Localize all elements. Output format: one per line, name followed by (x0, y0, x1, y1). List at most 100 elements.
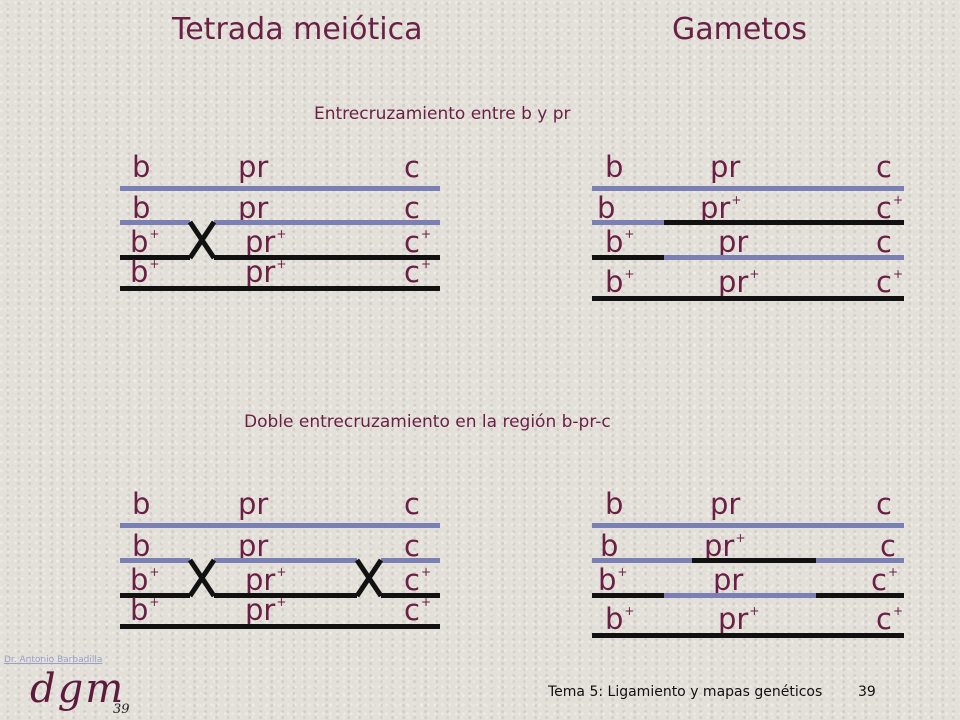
allele-letter: pr (704, 529, 735, 563)
allele-pr-plus: pr+ (245, 228, 286, 257)
allele-letter: b (130, 593, 149, 627)
allele-b: b (605, 487, 624, 521)
plus-superscript: + (731, 193, 742, 207)
plus-superscript: + (749, 267, 760, 281)
allele-b: b (605, 150, 624, 184)
allele-c-plus: c+ (404, 566, 431, 595)
heading-gametos: Gametos (672, 12, 808, 47)
allele-c-plus: c+ (876, 605, 903, 634)
chromatid-3-right (381, 593, 440, 598)
allele-b: b (600, 529, 619, 563)
allele-letter: b (605, 265, 624, 299)
allele-b-plus: b+ (130, 258, 159, 287)
allele-letter: b (130, 563, 149, 597)
allele-b-plus: b+ (130, 596, 159, 625)
subtitle-double-crossover: Doble entrecruzamiento en la región b-pr… (244, 412, 611, 432)
plus-superscript: + (887, 565, 899, 579)
allele-c-plus: c+ (876, 194, 903, 223)
gamete-3-mid (664, 593, 816, 598)
allele-pr: pr (238, 150, 269, 184)
allele-c: c (876, 225, 892, 259)
allele-letter: b (605, 602, 624, 636)
gamete-3-left (592, 593, 664, 598)
footer-title: Tema 5: Ligamiento y mapas genéticos (548, 684, 823, 700)
crossover-x-1 (187, 558, 217, 598)
allele-c-plus: c+ (404, 258, 431, 287)
allele-pr-plus: pr+ (245, 258, 286, 287)
allele-letter: pr (718, 602, 749, 636)
allele-letter: c (876, 265, 892, 299)
allele-letter: pr (245, 593, 276, 627)
plus-superscript: + (420, 595, 432, 609)
heading-tetrada: Tetrada meiótica (172, 12, 423, 47)
page-number: 39 (858, 684, 876, 700)
allele-letter: c (404, 593, 420, 627)
allele-c: c (404, 487, 420, 521)
allele-letter: c (404, 225, 420, 259)
crossover-x (187, 220, 217, 260)
allele-b-plus: b+ (605, 605, 634, 634)
gamete-3-left (592, 255, 664, 260)
plus-superscript: + (892, 604, 904, 618)
plus-superscript: + (149, 565, 160, 579)
crossover-x-2 (354, 558, 384, 598)
allele-c: c (404, 191, 420, 225)
gamete-3-right (816, 593, 904, 598)
allele-letter: c (404, 563, 420, 597)
allele-pr: pr (238, 191, 269, 225)
allele-letter: pr (245, 255, 276, 289)
gamete-4 (592, 633, 904, 638)
allele-b-plus: b+ (605, 228, 634, 257)
allele-pr: pr (238, 487, 269, 521)
allele-letter: c (871, 563, 887, 597)
gamete-2-right (816, 558, 904, 563)
gamete-2-right (664, 220, 904, 225)
dgm-logo: dgm (30, 666, 126, 712)
plus-superscript: + (735, 531, 746, 545)
allele-letter: c (876, 191, 892, 225)
allele-letter: pr (245, 225, 276, 259)
gamete-4 (592, 296, 904, 301)
allele-letter: pr (700, 191, 731, 225)
plus-superscript: + (892, 267, 904, 281)
plus-superscript: + (892, 193, 904, 207)
allele-b: b (597, 191, 616, 225)
allele-c-plus: c+ (871, 566, 898, 595)
allele-pr-plus: pr+ (718, 605, 759, 634)
allele-c-plus: c+ (876, 268, 903, 297)
allele-pr-plus: pr+ (704, 532, 745, 561)
allele-letter: c (876, 602, 892, 636)
allele-b: b (132, 150, 151, 184)
plus-superscript: + (624, 267, 635, 281)
plus-superscript: + (749, 604, 760, 618)
allele-letter: b (598, 563, 617, 597)
allele-c-plus: c+ (404, 596, 431, 625)
allele-pr-plus: pr+ (700, 194, 741, 223)
allele-letter: b (605, 225, 624, 259)
allele-c: c (880, 529, 896, 563)
allele-c-plus: c+ (404, 228, 431, 257)
author-link[interactable]: Dr. Antonio Barbadilla (4, 655, 103, 665)
allele-c: c (876, 150, 892, 184)
plus-superscript: + (276, 595, 287, 609)
plus-superscript: + (624, 604, 635, 618)
allele-letter: pr (245, 563, 276, 597)
chromatid-2-left (120, 558, 190, 563)
allele-b: b (132, 487, 151, 521)
chromatid-3-right (214, 255, 440, 260)
allele-letter: c (404, 255, 420, 289)
gamete-2-left (592, 220, 664, 225)
allele-letter: pr (718, 265, 749, 299)
gamete-1 (592, 186, 904, 191)
plus-superscript: + (624, 227, 635, 241)
chromatid-3-left (120, 593, 190, 598)
gamete-1 (592, 523, 904, 528)
chromatid-3-mid (214, 593, 357, 598)
allele-letter: b (130, 225, 149, 259)
allele-letter: b (130, 255, 149, 289)
allele-c: c (404, 150, 420, 184)
chromatid-2-right (214, 220, 440, 225)
allele-pr: pr (710, 150, 741, 184)
allele-b-plus: b+ (130, 566, 159, 595)
plus-superscript: + (420, 565, 432, 579)
